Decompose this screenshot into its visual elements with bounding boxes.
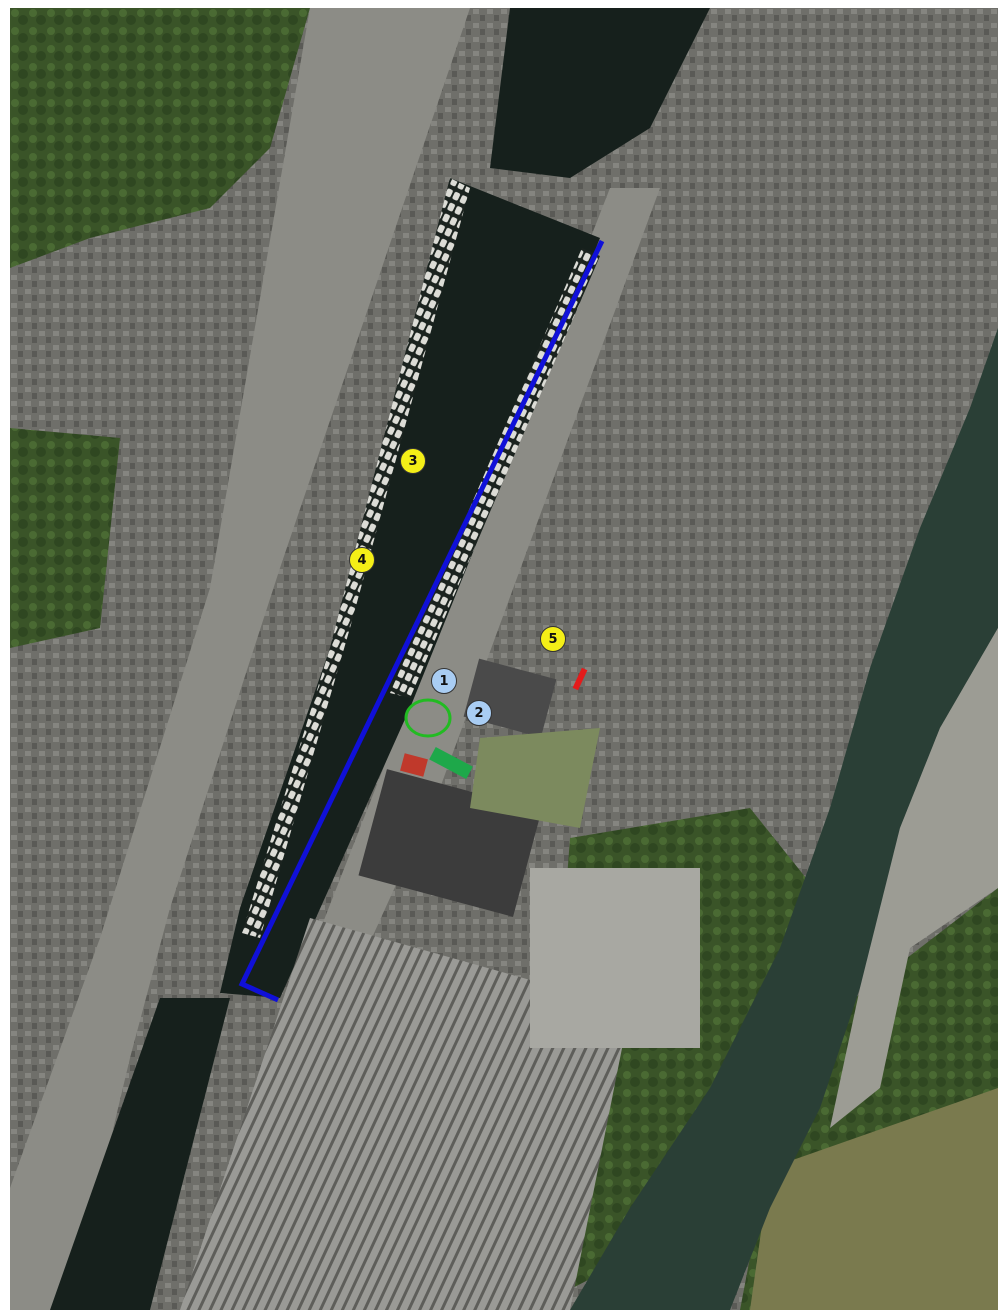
street-west xyxy=(10,8,470,1310)
grass-field-southeast xyxy=(750,1088,998,1310)
map-canvas xyxy=(10,8,998,1310)
red-mark xyxy=(572,667,588,691)
vegetation-west xyxy=(10,428,120,648)
canal-north xyxy=(490,8,710,178)
marker-1[interactable]: 1 xyxy=(431,668,457,694)
plaza xyxy=(470,728,600,828)
red-roof xyxy=(400,753,428,777)
aerial-map[interactable]: 1 2 3 4 5 xyxy=(10,8,998,1310)
marker-5[interactable]: 5 xyxy=(540,626,566,652)
marker-2[interactable]: 2 xyxy=(466,700,492,726)
route-line xyxy=(238,239,605,1003)
green-rectangle xyxy=(429,746,473,780)
parking-lot xyxy=(530,868,700,1048)
marker-3[interactable]: 3 xyxy=(400,448,426,474)
east-quay xyxy=(830,628,998,1128)
marker-4[interactable]: 4 xyxy=(349,547,375,573)
vegetation-northwest xyxy=(10,8,310,268)
canal-south xyxy=(50,998,230,1310)
warehouse-roof xyxy=(180,918,630,1310)
green-circle xyxy=(404,698,452,738)
river xyxy=(570,328,998,1310)
canal-basin xyxy=(220,178,600,998)
boat-moorings-east xyxy=(390,248,600,698)
